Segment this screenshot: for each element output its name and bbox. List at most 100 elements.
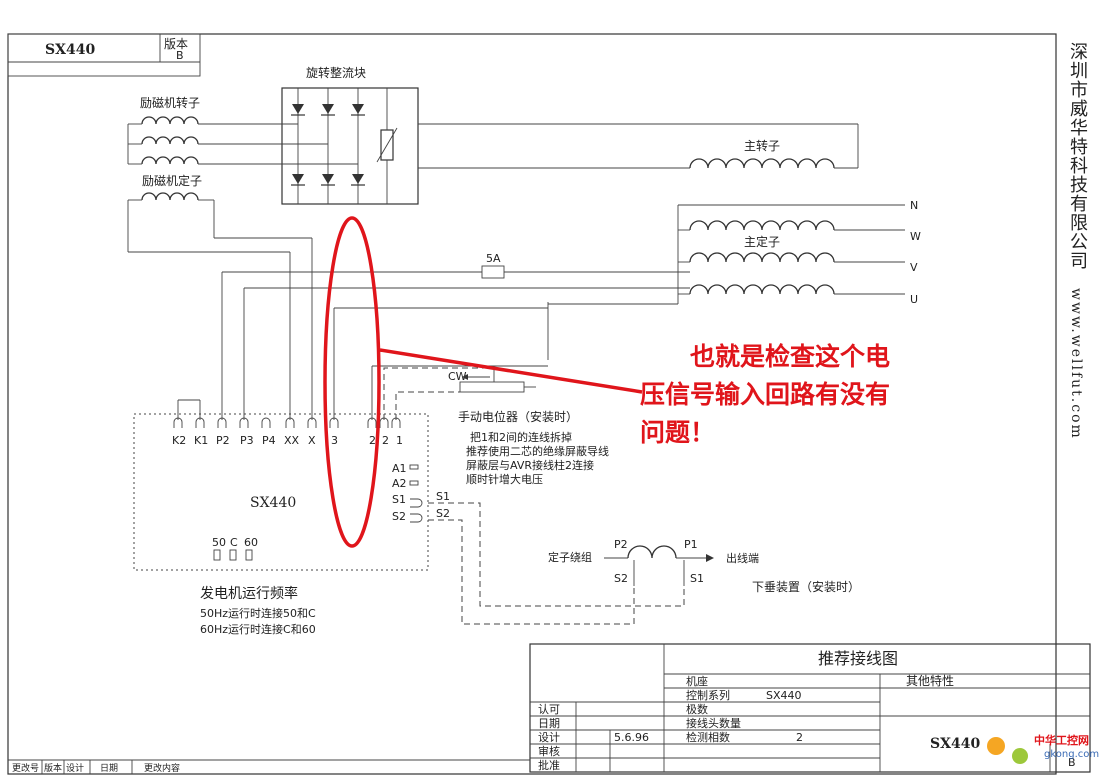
droop-p1: P1 (684, 538, 698, 551)
freq-line-2: 60Hz运行时连接C和60 (200, 623, 316, 636)
frame-label: 机座 (686, 674, 708, 688)
highlight-pointer (379, 348, 643, 394)
annotation-line-2: 压信号输入回路有没有 (640, 380, 891, 409)
watermark-text: 中华工控网 (1034, 733, 1089, 747)
terminal-pin (173, 417, 183, 428)
freq-title: 发电机运行频率 (200, 585, 298, 602)
terminal-k1: K1 (194, 434, 208, 447)
series-value: SX440 (766, 689, 802, 702)
phase-n: N (910, 199, 918, 212)
avr-s1: S1 (392, 493, 406, 506)
terminal-pin (307, 417, 317, 428)
company-url: www.wellfut.com (1068, 288, 1084, 440)
exciter-rotor: 励磁机转子 (127, 95, 358, 165)
version-label: 版本 (164, 37, 188, 51)
annotation-line-1: 也就是检查这个电 (690, 342, 891, 371)
phase-w: W (910, 230, 921, 243)
terminal-x: X (308, 434, 316, 447)
avr-s2: S2 (392, 510, 406, 523)
terminal-xx: XX (284, 434, 300, 447)
phases-value: 2 (796, 731, 803, 744)
strip-design: 设计 (66, 762, 84, 774)
terminal-pin (217, 417, 227, 428)
terminal-2b: 2 (382, 434, 389, 447)
model-label-top: SX440 (45, 42, 95, 58)
gear-icon-2 (1012, 748, 1028, 764)
droop-kit: 定子绕组 P2 P1 出线端 S2 S1 下垂装置（安装时） (428, 502, 860, 625)
s1-wire-label: S1 (436, 490, 450, 503)
watermark-url: gkong.com (1044, 749, 1099, 760)
drawing-title: 推荐接线图 (818, 649, 898, 668)
rotating-rectifier: 旋转整流块 (281, 65, 419, 205)
version-bottom: B (1068, 756, 1076, 769)
terminal-pin (239, 417, 249, 428)
strip-version: 版本 (44, 762, 62, 774)
terminal-pin (195, 417, 205, 428)
phase-v: V (910, 261, 918, 274)
terminal-pin (285, 417, 295, 428)
other-label: 其他特性 (906, 673, 954, 688)
phase-u: U (910, 293, 918, 306)
design-date: 5.6.96 (614, 731, 649, 744)
terminal-p3: P3 (240, 434, 254, 447)
sheet-border (7, 33, 1057, 775)
poles-label: 极数 (686, 702, 708, 716)
terminal-2: 2 (369, 434, 376, 447)
pot-title: 手动电位器（安装时） (458, 409, 578, 424)
terminal-pins (173, 417, 401, 428)
approve-label: 认可 (538, 703, 560, 716)
freq-60: 60 (244, 536, 258, 549)
terminal-3: 3 (331, 434, 338, 447)
droop-s2: S2 (614, 572, 628, 585)
main-rotor: 主转子 (418, 123, 859, 169)
pot-note-4: 顺时针增大电压 (466, 472, 543, 486)
company-name: 深圳市威华特科技有限公司 (1067, 42, 1088, 270)
strip-date: 日期 (100, 763, 118, 774)
droop-s1: S1 (690, 572, 704, 585)
terminal-p2: P2 (216, 434, 230, 447)
gear-icon (987, 737, 1005, 755)
avr-a2: A2 (392, 477, 407, 490)
highlight-ellipse (323, 216, 381, 548)
terminal-k2: K2 (172, 434, 186, 447)
pot-note-3: 屏蔽层与AVR接线柱2连接 (466, 458, 594, 472)
pot-note-2: 推荐使用二芯的绝缘屏蔽导线 (466, 444, 609, 458)
freq-50: 50 (212, 536, 226, 549)
strip-change-no: 更改号 (12, 762, 39, 774)
droop-title: 下垂装置（安装时） (752, 579, 860, 594)
main-rotor-label: 主转子 (744, 138, 780, 153)
phases-label: 检测相数 (686, 730, 730, 744)
manual-potentiometer: CW 手动电位器（安装时） 把1和2间的连线拆掉 推荐使用二芯的绝缘屏蔽导线 屏… (383, 367, 609, 486)
model-label-bottom: SX440 (930, 736, 980, 752)
droop-p2: P2 (614, 538, 628, 551)
cw-label: CW (448, 370, 467, 383)
s2-wire-label: S2 (436, 507, 450, 520)
annotation-note: 也就是检查这个电 压信号输入回路有没有 问题！ (640, 338, 970, 452)
title-box-top: SX440 版本 B (7, 33, 201, 77)
avr-name: SX440 (250, 495, 296, 511)
fuse-label: 5A (486, 252, 501, 265)
avr-module: K2 K1 P2 P3 P4 XX X 3 2 2 1 A1 A2 S1 S2 … (133, 413, 429, 571)
terminal-pin (391, 417, 401, 428)
avr-a1: A1 (392, 462, 407, 475)
terminal-1: 1 (396, 434, 403, 447)
exciter-stator: 励磁机定子 (127, 173, 313, 420)
title-block: 推荐接线图 机座 其他特性 控制系列 SX440 极数 接线头数量 检测相数 2… (529, 643, 1099, 773)
strip-content: 更改内容 (144, 762, 180, 774)
leads-label: 接线头数量 (686, 716, 741, 730)
exciter-rotor-label: 励磁机转子 (140, 95, 200, 110)
date-label: 日期 (538, 717, 560, 730)
terminal-pin (261, 417, 271, 428)
sensing-wires: 5A (177, 252, 690, 420)
design-label: 设计 (538, 731, 560, 744)
version-value: B (176, 49, 184, 62)
pot-note-1: 把1和2间的连线拆掉 (470, 430, 572, 444)
rectifier-label: 旋转整流块 (306, 65, 366, 80)
main-stator-label: 主定子 (744, 234, 780, 249)
exciter-stator-label: 励磁机定子 (142, 173, 202, 188)
series-label: 控制系列 (686, 688, 730, 702)
review-label: 审核 (538, 744, 560, 758)
annotation-line-3: 问题！ (640, 418, 716, 447)
terminal-p4: P4 (262, 434, 276, 447)
